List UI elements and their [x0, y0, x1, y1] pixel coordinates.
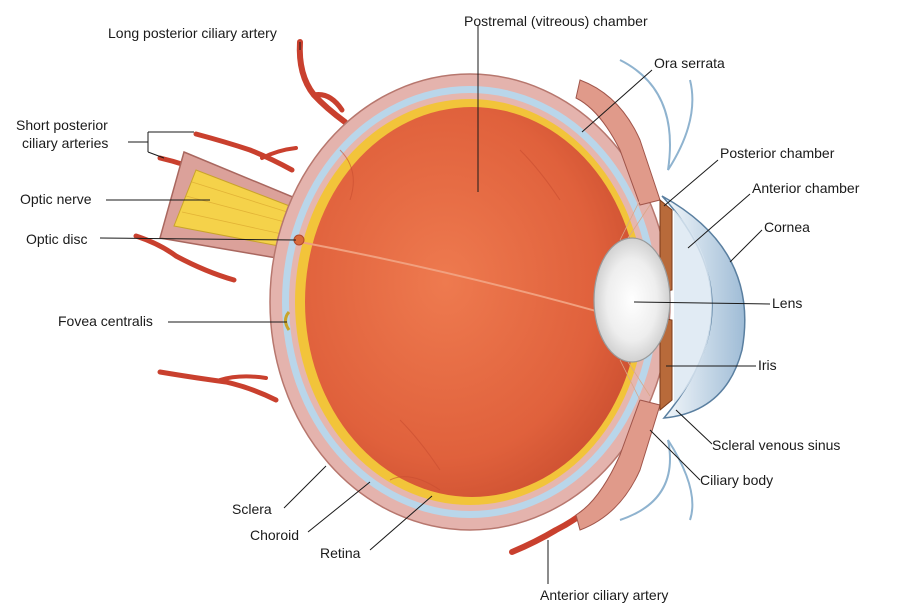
long-posterior-ciliary-artery-branch: [311, 92, 345, 113]
label-ora-serrata: Ora serrata: [654, 55, 725, 71]
label-fovea-centralis: Fovea centralis: [58, 313, 153, 329]
vitreous-division: [299, 241, 629, 321]
ciliary-body-upper: [575, 79, 661, 206]
anterior-segment: [575, 59, 746, 531]
leader-choroid: [307, 481, 371, 533]
leader-anterior-chamber: [687, 193, 751, 249]
label-anterior-chamber: Anterior chamber: [752, 180, 860, 196]
label-scleral-venous-sinus: Scleral venous sinus: [712, 437, 840, 453]
retinal-vessels: [339, 149, 561, 491]
label-retina: Retina: [320, 545, 361, 561]
short-posterior-ciliary-artery-upper: [193, 131, 295, 173]
optic-region-artery: [133, 233, 237, 283]
label-lens: Lens: [772, 295, 802, 311]
leader-cornea: [729, 229, 763, 263]
upper-eyelid: [619, 59, 694, 171]
label-sclera: Sclera: [232, 501, 272, 517]
label-posterior-chamber: Posterior chamber: [720, 145, 835, 161]
leader-optic-disc: [99, 237, 297, 241]
leader-ciliary-body: [649, 429, 701, 481]
leader-short-posterior-bracket: [128, 131, 194, 159]
leader-sclera: [283, 465, 327, 509]
label-ciliary-body: Ciliary body: [700, 472, 773, 488]
lower-eyelid: [619, 439, 694, 521]
leader-scleral-venous-sinus: [675, 409, 713, 445]
globe: [269, 73, 671, 531]
leader-lines: [99, 26, 771, 584]
label-choroid: Choroid: [250, 527, 299, 543]
leader-lens: [633, 301, 771, 305]
vitreous-chamber: [305, 107, 639, 497]
label-cornea: Cornea: [764, 219, 810, 235]
label-long-posterior-ciliary-artery: Long posterior ciliary artery: [108, 25, 277, 41]
label-optic-disc: Optic disc: [26, 231, 87, 247]
long-posterior-ciliary-artery: [296, 39, 348, 125]
ciliary-body-lower: [575, 399, 661, 531]
anterior-chamber: [674, 210, 712, 404]
leader-retina: [369, 495, 433, 551]
label-anterior-ciliary-artery: Anterior ciliary artery: [540, 587, 668, 603]
zonular-fibers: [619, 199, 651, 401]
fovea-centralis: [284, 311, 291, 331]
leader-ora-serrata: [581, 69, 653, 133]
labels: Long posterior ciliary artery Postremal …: [16, 13, 860, 603]
short-posterior-ciliary-artery-branch: [260, 146, 298, 160]
lens: [593, 237, 671, 363]
label-short-posterior-2: ciliary arteries: [22, 135, 108, 151]
leader-posterior-chamber: [663, 159, 719, 207]
lower-posterior-artery-branch: [218, 374, 268, 382]
label-iris: Iris: [758, 357, 777, 373]
label-short-posterior-1: Short posterior: [16, 117, 108, 133]
lower-posterior-artery: [157, 369, 279, 403]
optic-nerve-group: [159, 150, 301, 263]
label-postremal-chamber: Postremal (vitreous) chamber: [464, 13, 648, 29]
label-optic-nerve: Optic nerve: [20, 191, 92, 207]
